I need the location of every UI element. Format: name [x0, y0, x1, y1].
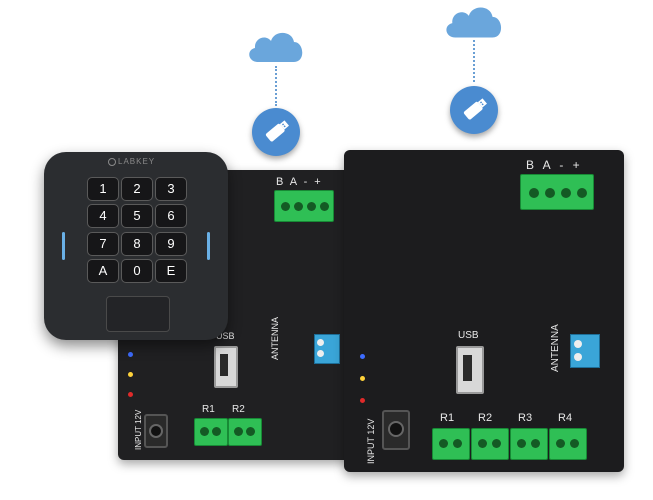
key-1[interactable]: 1	[87, 177, 119, 201]
usb-label: USB	[216, 331, 235, 341]
input-power-label: INPUT 12V	[366, 418, 376, 464]
usb-port	[214, 346, 238, 388]
key-5[interactable]: 5	[121, 204, 153, 228]
key-9[interactable]: 9	[155, 232, 187, 256]
rs485-terminal	[520, 174, 594, 210]
usb-port	[456, 346, 484, 394]
key-6[interactable]: 6	[155, 204, 187, 228]
key-0[interactable]: 0	[121, 259, 153, 283]
keypad-reader: LABKEY 1 2 3 4 5 6 7 8 9 A 0 E	[44, 152, 228, 340]
status-led-blue	[128, 352, 133, 357]
relay-label-r3: R3	[518, 412, 533, 424]
rs485-label: B A - +	[276, 176, 323, 188]
logo-mark-icon	[108, 157, 116, 166]
antenna-terminal	[314, 334, 340, 364]
antenna-label: ANTENNA	[550, 324, 561, 372]
indicator-bar-left	[62, 232, 65, 260]
cloud-icon	[249, 32, 303, 62]
relay-terminal-r3	[510, 428, 548, 460]
key-8[interactable]: 8	[121, 232, 153, 256]
status-led-yellow	[360, 376, 365, 381]
status-led-red	[128, 392, 133, 397]
key-e[interactable]: E	[155, 259, 187, 283]
relay-terminal-r2	[471, 428, 509, 460]
indicator-bar-right	[207, 232, 210, 260]
connection-line	[275, 66, 277, 106]
power-jack	[382, 410, 410, 450]
key-3[interactable]: 3	[155, 177, 187, 201]
relay-label-r1: R1	[202, 404, 215, 415]
usb-stick-icon	[463, 98, 487, 120]
usb-label: USB	[458, 330, 479, 341]
key-2[interactable]: 2	[121, 177, 153, 201]
relay-terminal-r1	[432, 428, 470, 460]
status-led-red	[360, 398, 365, 403]
large-controller-board: B A - + USB ANTENNA INPUT 12V R1 R2 R3 R…	[344, 150, 624, 472]
relay-terminal-r4	[549, 428, 587, 460]
connection-line	[473, 40, 475, 82]
relay-terminal-r2	[228, 418, 262, 446]
relay-label-r2: R2	[478, 412, 493, 424]
key-7[interactable]: 7	[87, 232, 119, 256]
rs485-terminal	[274, 190, 334, 222]
power-jack	[144, 414, 168, 448]
usb-stick-badge	[450, 86, 498, 134]
cloud-icon	[446, 7, 502, 38]
antenna-label: ANTENNA	[270, 316, 280, 360]
relay-label-r2: R2	[232, 404, 245, 415]
key-4[interactable]: 4	[87, 204, 119, 228]
input-power-label: INPUT 12V	[134, 409, 143, 450]
relay-label-r4: R4	[558, 412, 573, 424]
status-led-blue	[360, 354, 365, 359]
key-a[interactable]: A	[87, 259, 119, 283]
usb-stick-badge	[252, 108, 300, 156]
status-led-yellow	[128, 372, 133, 377]
antenna-terminal	[570, 334, 600, 368]
rs485-label: B A - +	[526, 158, 583, 172]
relay-label-r1: R1	[440, 412, 455, 424]
card-reader-area	[106, 296, 170, 332]
usb-stick-icon	[265, 120, 289, 142]
brand-logo: LABKEY	[108, 157, 155, 166]
relay-terminal-r1	[194, 418, 228, 446]
